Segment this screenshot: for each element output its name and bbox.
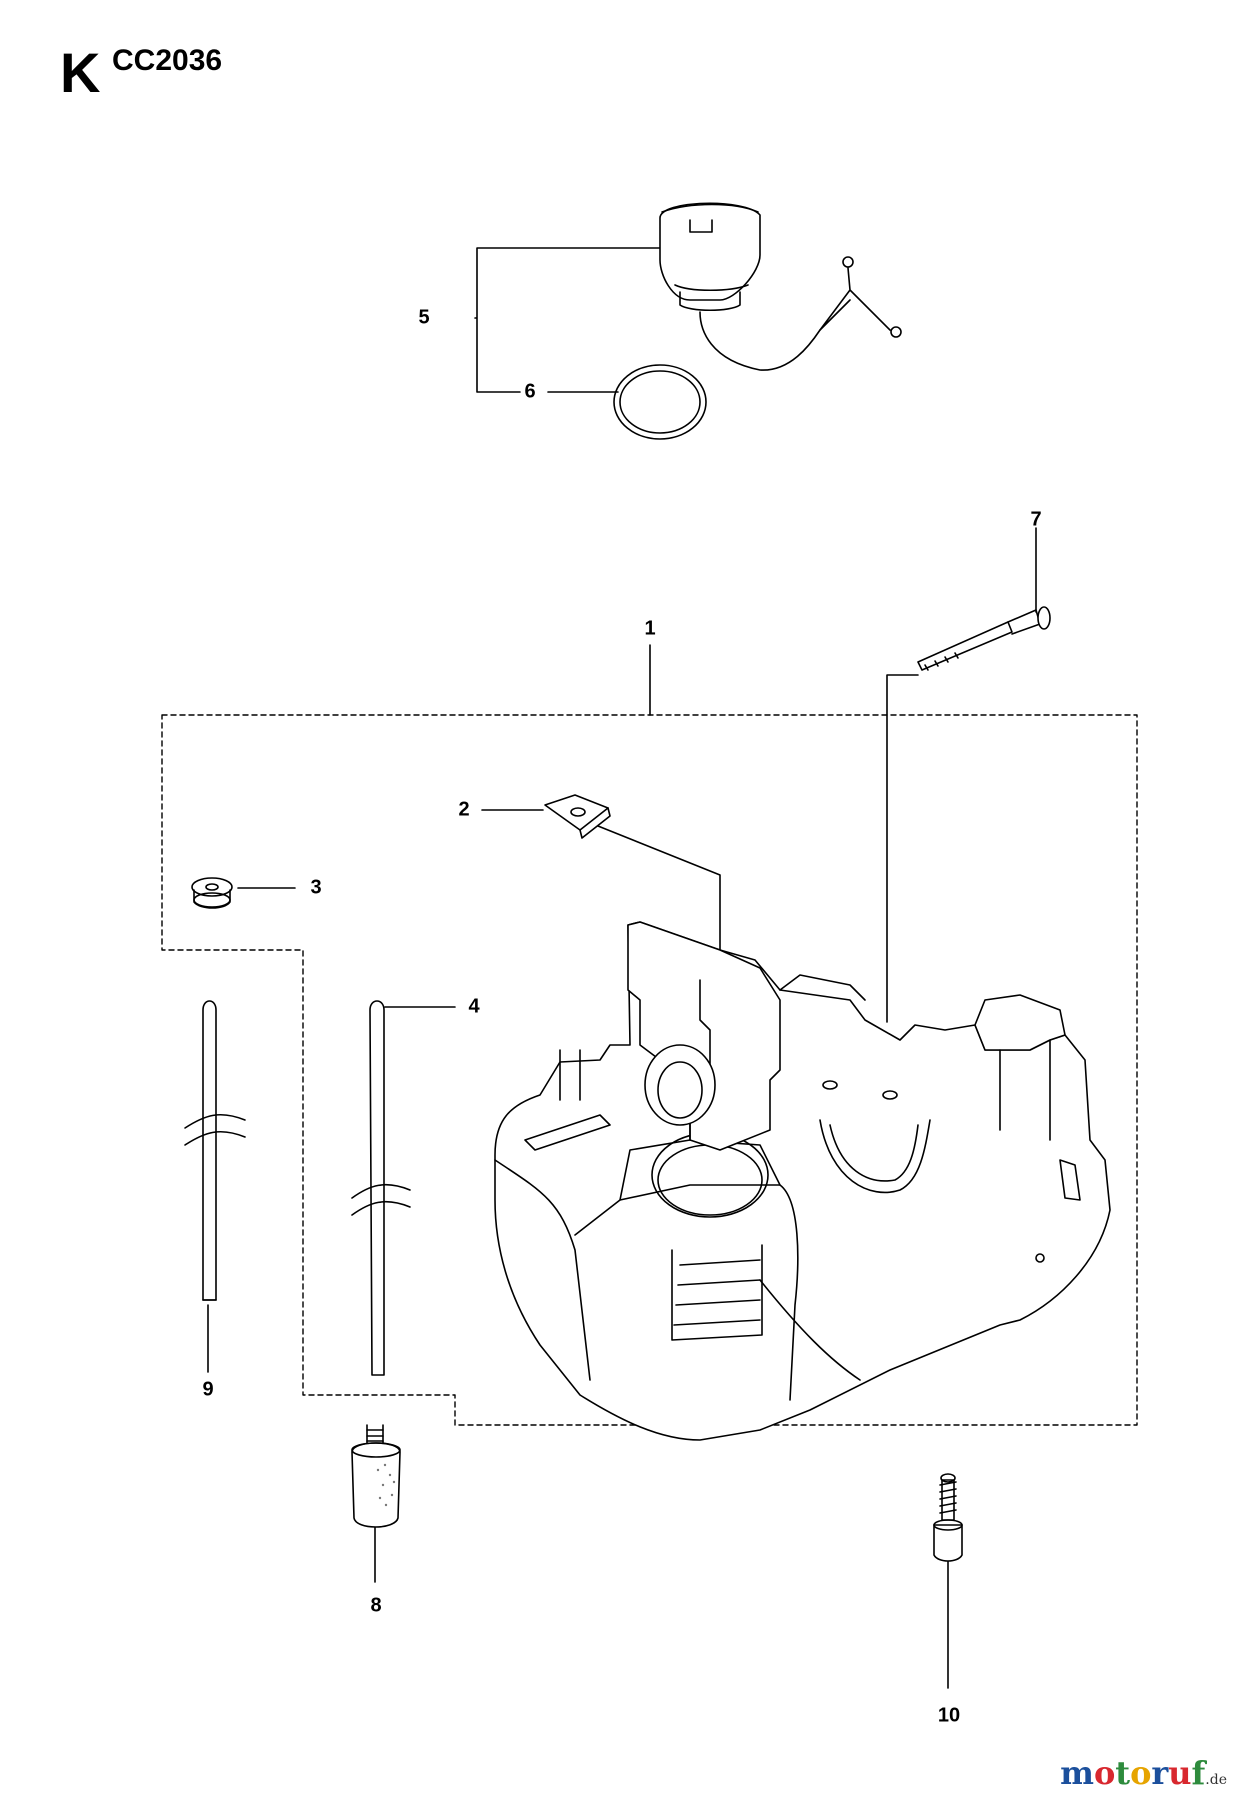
logo-letter: t <box>1115 1754 1131 1792</box>
logo-letter: o <box>1093 1754 1116 1792</box>
model-code: CC2036 <box>112 44 223 77</box>
logo-letter: o <box>1130 1754 1152 1792</box>
long-hose <box>351 1000 411 1376</box>
leader-2 <box>481 809 721 969</box>
crankcase-housing <box>494 921 1111 1441</box>
callout-4: 4 <box>468 995 480 1018</box>
callout-2: 2 <box>458 798 470 821</box>
fuel-cap <box>659 202 902 371</box>
o-ring <box>613 364 707 440</box>
logo-letter: m <box>1060 1754 1094 1792</box>
callout-9: 9 <box>202 1378 214 1401</box>
logo-letter: f <box>1191 1754 1206 1792</box>
section-letter: K <box>60 41 101 104</box>
logo-tld: .de <box>1205 1772 1227 1788</box>
callout-7: 7 <box>1030 508 1042 531</box>
clip-nut <box>544 794 611 839</box>
assembly-boundary <box>161 714 1138 1426</box>
long-screw <box>917 606 1051 671</box>
callout-6: 6 <box>524 380 536 403</box>
callout-5: 5 <box>418 306 430 329</box>
callout-1: 1 <box>644 617 656 640</box>
callout-8: 8 <box>370 1594 382 1617</box>
leader-7b <box>886 674 919 1023</box>
short-hose <box>184 1000 246 1301</box>
callout-10: 10 <box>937 1704 961 1727</box>
callout-3: 3 <box>310 876 322 899</box>
grommet <box>191 877 233 909</box>
leader-5 <box>474 247 661 393</box>
logo-letter: u <box>1168 1754 1192 1792</box>
fuel-filter <box>351 1424 401 1528</box>
short-screw <box>933 1473 963 1562</box>
logo-letter: r <box>1151 1754 1169 1792</box>
motoruf-logo: motoruf.de <box>1060 1754 1227 1792</box>
